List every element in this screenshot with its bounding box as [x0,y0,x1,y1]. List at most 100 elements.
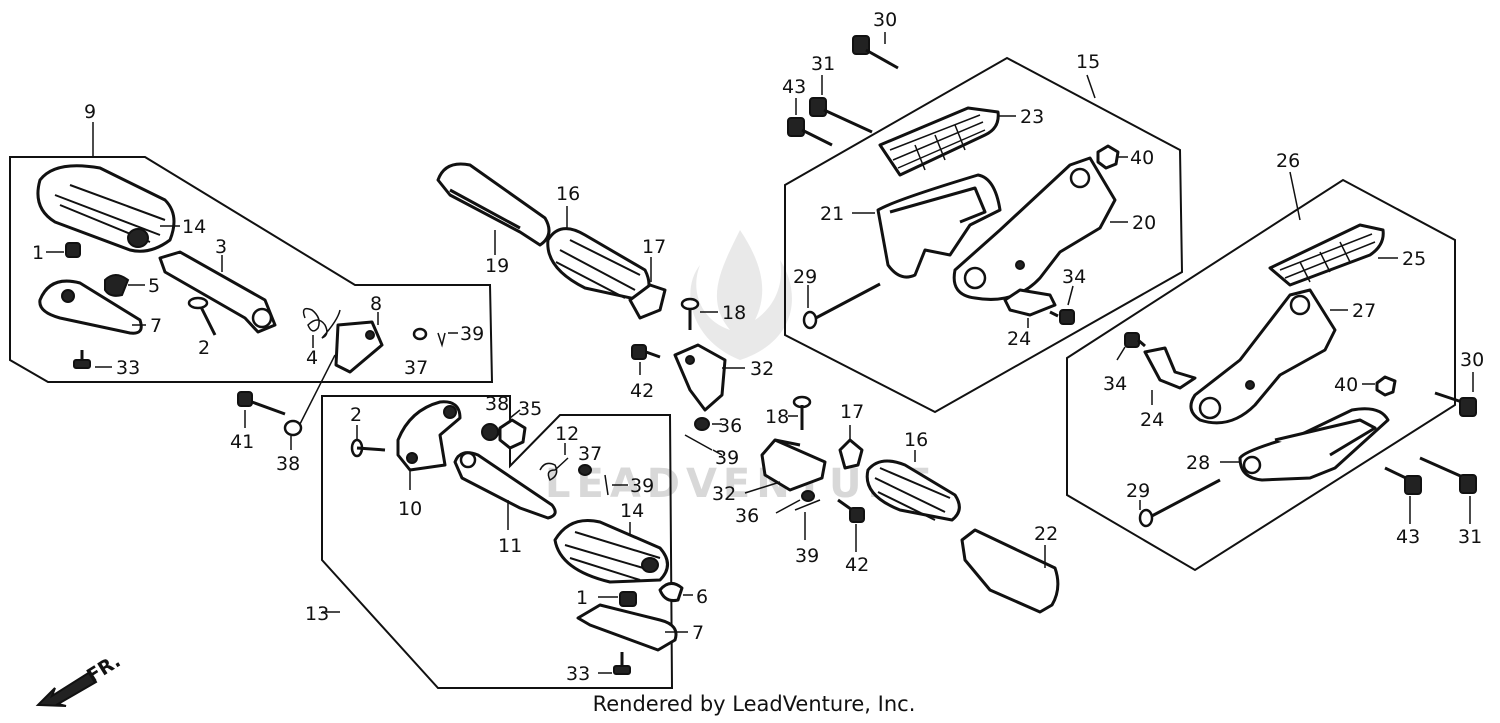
callout-39c: 39 [630,475,654,497]
heel-guard-22 [960,528,1060,614]
plate-17a [628,283,667,320]
bolt-34a [1049,309,1075,325]
callout-17a: 17 [642,236,666,258]
bolt-30a [852,35,899,70]
footer: Rendered by LeadVenture, Inc. [0,692,1500,716]
footpeg-19 [436,162,551,247]
callout-6: 6 [696,586,708,608]
callout-35: 35 [518,398,542,420]
callout-1a: 1 [32,242,44,264]
callout-42a: 42 [630,380,654,402]
bolt-43b [1384,466,1422,495]
callout-34b: 34 [1103,373,1127,395]
group-outline-15 [784,56,1184,414]
bracket-8 [334,320,384,374]
callout-27: 27 [1352,300,1376,322]
stay-24a [1003,288,1057,317]
callout-10: 10 [398,498,422,520]
callout-2a: 2 [198,337,210,359]
bolt-42b [837,498,865,523]
pin-18a [680,297,700,330]
bolt-33b [613,652,631,675]
callout-16b: 16 [904,429,928,451]
callout-4: 4 [306,347,318,369]
callout-31b: 31 [1458,526,1482,548]
callout-labels: 9 14 1 3 5 7 2 33 4 8 37 39 41 38 19 16 … [32,9,1484,685]
washer-37a [412,327,428,341]
plate-17b [838,438,864,470]
callout-3: 3 [215,236,227,258]
group-outline-13 [321,395,674,689]
rubber-pad-25 [1268,223,1385,287]
callout-33a: 33 [116,357,140,379]
callout-1b: 1 [576,587,588,609]
cotter-pin-39c [604,474,609,496]
bolt-30b [1434,391,1477,417]
callout-30a: 30 [873,9,897,31]
callout-38a: 38 [276,453,300,475]
callout-37b: 37 [578,443,602,465]
callout-39b: 39 [715,447,739,469]
callout-32a: 32 [750,358,774,380]
callout-18a: 18 [722,302,746,324]
footer-credit: Rendered by LeadVenture, Inc. [592,692,916,716]
bracket-32a [673,343,727,412]
callout-23: 23 [1020,106,1044,128]
heel-plate-left [38,279,143,335]
callout-40b: 40 [1334,374,1358,396]
callout-13: 13 [305,603,329,625]
callout-33b: 33 [566,663,590,685]
callout-36a: 36 [718,415,742,437]
washer-36a [694,417,710,431]
group-outline-9 [9,156,494,383]
bolt-29b [1138,478,1221,528]
bolt-33a [73,350,91,369]
spring-left [302,307,341,339]
bolt-29a [802,282,881,330]
callout-43a: 43 [782,76,806,98]
bolt-43a [787,117,833,147]
bracket-32b [760,438,827,492]
heel-plate-7b [576,603,678,652]
callout-37a: 37 [404,357,428,379]
bolt-31b [1419,456,1477,494]
callout-26: 26 [1276,150,1300,172]
callout-32b: 32 [712,483,736,505]
callout-5: 5 [148,275,160,297]
washer-36b [801,490,815,502]
nut-40a [1096,144,1120,170]
bolt-34b [1124,332,1146,348]
callout-41: 41 [230,431,254,453]
washer-37b [578,464,592,476]
callout-14b: 14 [620,500,644,522]
callout-25: 25 [1402,248,1426,270]
cotter-pin-39d [794,499,821,511]
callout-16a: 16 [556,183,580,205]
callout-29a: 29 [793,266,817,288]
callout-7a: 7 [150,315,162,337]
callout-11: 11 [498,535,522,557]
callout-24b: 24 [1140,409,1164,431]
spring-12 [539,457,569,482]
footpeg-arm-left [158,250,277,334]
callout-20: 20 [1132,212,1156,234]
callout-22: 22 [1034,523,1058,545]
callout-8: 8 [370,293,382,315]
cotter-pin-39a [437,332,446,348]
washer-38a [283,419,303,437]
callout-31a: 31 [811,53,835,75]
cap-6 [658,582,684,602]
callout-28: 28 [1186,452,1210,474]
callout-19: 19 [485,255,509,277]
callout-39d: 39 [795,545,819,567]
nut-35 [498,418,527,450]
callout-29b: 29 [1126,480,1150,502]
footpeg-arm-11 [453,451,557,520]
bolt-31a [809,97,873,134]
callout-9: 9 [84,101,96,123]
bracket-10 [396,400,462,472]
callout-39a: 39 [460,323,484,345]
pin-18b [792,395,812,430]
heel-plate-21 [876,173,1002,279]
